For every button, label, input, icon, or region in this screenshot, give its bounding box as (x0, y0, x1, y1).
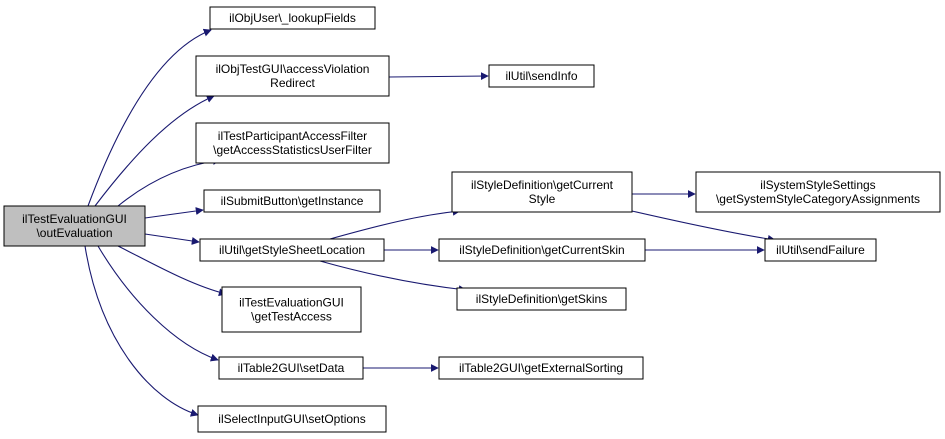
edge-stylesheet-skins (319, 260, 467, 294)
node-root[interactable]: ilTestEvaluationGUI\outEvaluation (3, 205, 146, 247)
node-box (203, 189, 381, 213)
edge-root-setdata (97, 245, 219, 362)
node-extsort[interactable]: ilTable2GUI\getExternalSorting (438, 356, 644, 380)
node-box (199, 238, 385, 262)
node-partfilter[interactable]: ilTestParticipantAccessFilter\getAccessS… (195, 122, 390, 164)
edges (84, 28, 776, 417)
node-stylesheet[interactable]: ilUtil\getStyleSheetLocation (199, 238, 385, 262)
node-box (195, 55, 390, 97)
node-box (218, 356, 364, 380)
node-box (456, 287, 627, 311)
node-label: ilTable2GUI\getExternalSorting (459, 361, 623, 375)
node-sendfail[interactable]: ilUtil\sendFailure (764, 238, 877, 262)
node-sysstyle[interactable]: ilSystemStyleSettings\getSystemStyleCate… (695, 171, 941, 213)
node-label: ilSystemStyleSettings (760, 178, 875, 192)
edge-root-stylesheet (144, 233, 200, 245)
node-label: ilStyleDefinition\getCurrentSkin (459, 243, 624, 257)
node-label: ilTable2GUI\setData (238, 361, 345, 375)
nodes: ilTestEvaluationGUI\outEvaluationilObjUs… (3, 6, 941, 433)
node-label: ilObjUser\_lookupFields (229, 11, 356, 25)
node-box (764, 238, 877, 262)
node-label: ilObjTestGUI\accessViolation (216, 62, 370, 76)
edge-root-lookup (87, 28, 212, 207)
node-box (209, 6, 376, 30)
node-sendinfo[interactable]: ilUtil\sendInfo (488, 64, 595, 88)
node-box (695, 171, 941, 213)
node-label: \getAccessStatisticsUserFilter (213, 143, 372, 157)
node-label: ilSelectInputGUI\setOptions (218, 412, 365, 426)
node-label: ilUtil\sendFailure (776, 243, 865, 257)
node-label: ilTestParticipantAccessFilter (218, 129, 367, 143)
node-box (438, 238, 646, 262)
edge-root-access (94, 95, 215, 207)
edge-curstyle-sendfail (631, 210, 776, 243)
node-setdata[interactable]: ilTable2GUI\setData (218, 356, 364, 380)
edge-root-setoptions (84, 245, 199, 417)
edge-stylesheet-curstyle (329, 207, 461, 240)
node-label: \outEvaluation (36, 226, 112, 240)
node-label: \getSystemStyleCategoryAssignments (716, 192, 920, 206)
node-label: ilTestEvaluationGUI (22, 212, 127, 226)
node-label: ilTestEvaluationGUI (239, 296, 344, 310)
node-lookup[interactable]: ilObjUser\_lookupFields (209, 6, 376, 30)
node-label: ilStyleDefinition\getSkins (476, 292, 607, 306)
node-skins[interactable]: ilStyleDefinition\getSkins (456, 287, 627, 311)
node-label: \getTestAccess (251, 310, 332, 324)
node-box (488, 64, 595, 88)
node-box (3, 205, 146, 247)
node-box (451, 171, 633, 213)
edge-root-testaccess (117, 245, 227, 297)
node-box (197, 405, 387, 433)
node-box (195, 122, 390, 164)
node-curskin[interactable]: ilStyleDefinition\getCurrentSkin (438, 238, 646, 262)
edge-access-sendinfo (388, 72, 489, 81)
node-box (438, 356, 644, 380)
node-label: Style (529, 192, 556, 206)
node-label: ilStyleDefinition\getCurrent (471, 178, 614, 192)
node-label: ilUtil\sendInfo (505, 69, 577, 83)
edge-root-submit (144, 207, 204, 219)
node-label: Redirect (270, 76, 315, 90)
node-label: ilSubmitButton\getInstance (221, 194, 364, 208)
node-box (221, 286, 362, 333)
node-submit[interactable]: ilSubmitButton\getInstance (203, 189, 381, 213)
node-label: ilUtil\getStyleSheetLocation (219, 243, 365, 257)
node-testaccess[interactable]: ilTestEvaluationGUI\getTestAccess (221, 286, 362, 333)
node-setoptions[interactable]: ilSelectInputGUI\setOptions (197, 405, 387, 433)
